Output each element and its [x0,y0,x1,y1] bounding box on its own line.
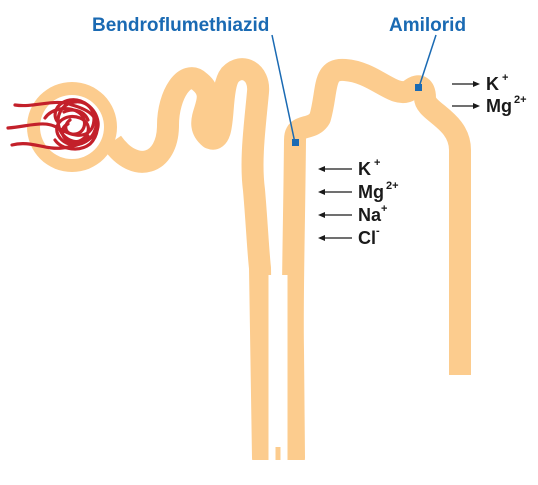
distal-ion-list: K + Mg 2+ Na + Cl - [318,157,399,248]
distal-ion-row-k: K + [318,157,380,179]
distal-ion-na-charge: + [381,203,387,215]
loop-bottom-cover [250,460,310,485]
distal-ion-k-charge: + [374,157,380,169]
collecting-ion-mg: Mg [486,96,512,116]
distal-ion-k: K [358,159,371,179]
amiloride-label: Amilorid [389,15,466,36]
distal-ion-row-mg: Mg 2+ [318,180,399,202]
thiazide-pointer-marker [292,139,299,146]
distal-ion-mg-charge: 2+ [386,180,399,192]
distal-ion-na: Na [358,205,382,225]
arrow-right-icon [473,103,480,109]
thiazide-pointer-line [272,35,295,143]
collecting-ion-mg-charge: 2+ [514,94,527,106]
collecting-ion-list: K + Mg 2+ [452,72,527,116]
distal-ion-row-cl: Cl - [318,225,380,248]
distal-ion-cl: Cl [358,228,376,248]
collecting-ion-row-mg: Mg 2+ [452,94,527,116]
collecting-ion-k: K [486,74,499,94]
descending-limb-lumen [272,275,284,460]
collecting-ion-k-charge: + [502,72,508,84]
distal-ion-row-na: Na + [318,203,387,225]
arrow-left-icon [318,166,325,172]
collecting-ion-row-k: K + [452,72,508,94]
distal-ion-cl-charge: - [376,225,380,237]
arrow-left-icon [318,235,325,241]
distal-ion-mg: Mg [358,182,384,202]
thiazide-label: Bendroflumethiazid [92,15,269,36]
arrow-left-icon [318,212,325,218]
arrow-right-icon [473,81,480,87]
amiloride-pointer-marker [415,84,422,91]
arrow-left-icon [318,189,325,195]
